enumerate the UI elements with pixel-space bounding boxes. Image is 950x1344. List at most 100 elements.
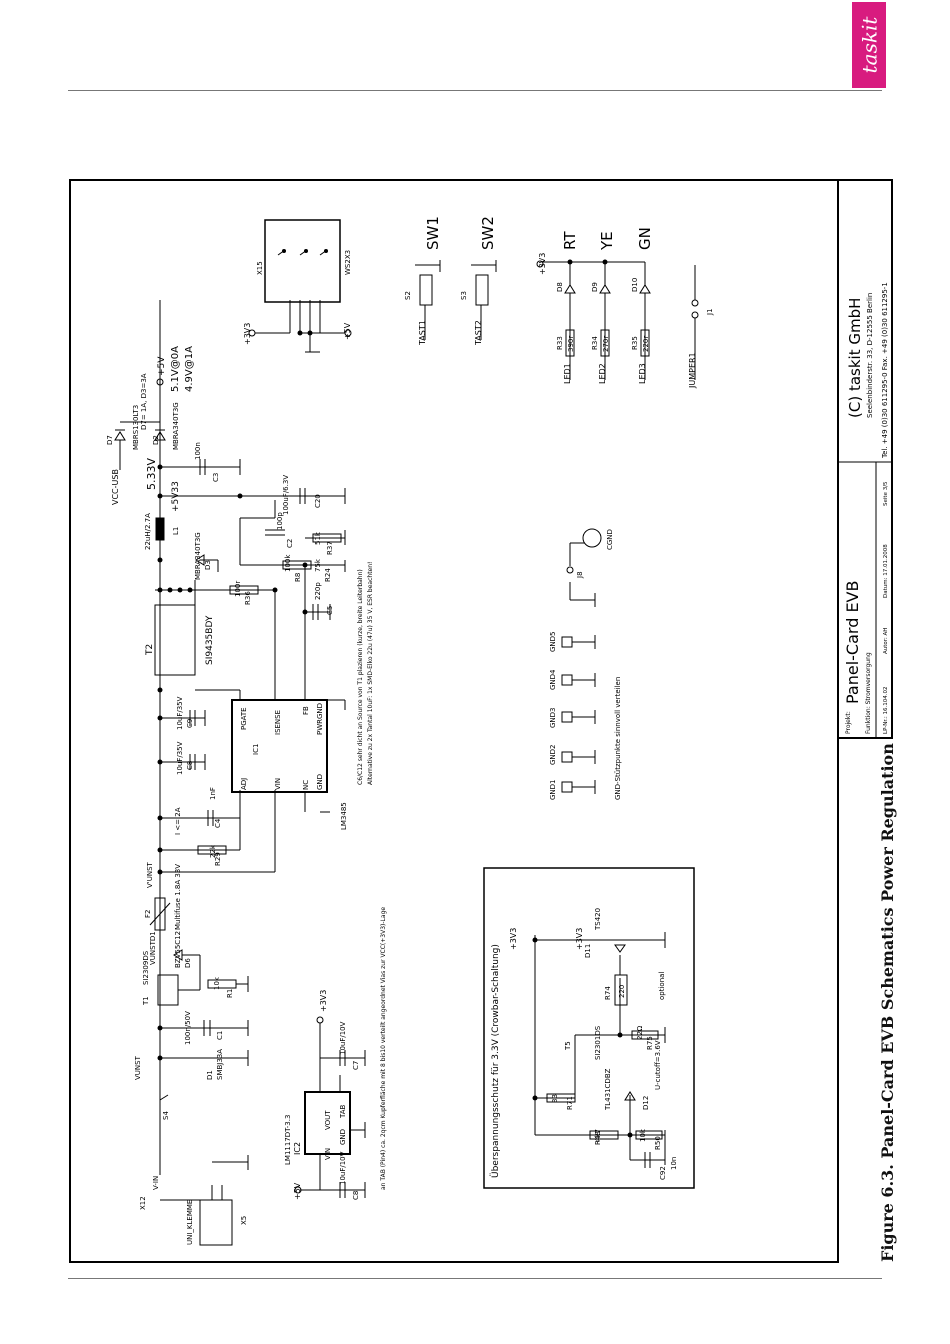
- lbl-x12: X12: [139, 1196, 147, 1210]
- lbl-r74-val: 220: [618, 985, 626, 998]
- lbl-c7: C7: [352, 1061, 360, 1070]
- figure-caption: Figure 6.3. Panel-Card EVB Schematics Po…: [878, 743, 897, 1262]
- lbl-d6-val: BZV55C12: [174, 931, 182, 968]
- gnd-points: [561, 528, 602, 794]
- lbl-net-p5v: +5V: [293, 1182, 302, 1200]
- lbl-r75: R75: [646, 1036, 654, 1050]
- lbl-d1: D1: [206, 1070, 214, 1080]
- lbl-c7-val: 10uF/10V: [339, 1021, 347, 1055]
- lbl-r74: R74: [604, 986, 612, 1000]
- lbl-d11-val: TS420: [594, 908, 602, 931]
- lbl-f2-val: Multifuse 1.8A 33V: [174, 864, 182, 930]
- lbl-pin-vin: VIN: [274, 778, 282, 790]
- lbl-s4: S4: [162, 1111, 170, 1120]
- lbl-pin-pwrgnd: PWRGND: [316, 703, 324, 735]
- lbl-crowbar-3v3: +3V3: [509, 928, 518, 950]
- lbl-vunstd1: VUNSTD1: [149, 931, 157, 965]
- labels-rotated: X12 V-IN UNI_KLEMME X5 S4 VUNST D1 SMBJ3…: [106, 216, 714, 1245]
- lbl-pin-nc: NC: [302, 780, 310, 790]
- lbl-ye: YE: [598, 231, 616, 251]
- lbl-t5: T5: [564, 1041, 572, 1051]
- lbl-v-4-9: 4.9V@1A: [184, 346, 195, 392]
- tb-projekt: Panel-Card EVB: [843, 581, 862, 704]
- lbl-vunst: VUNST: [134, 1055, 142, 1080]
- lbl-c4-val: 1nF: [209, 787, 217, 800]
- taskit-logo: taskit: [852, 2, 886, 88]
- lbl-note-c6: C6/C12 sehr dicht an Source von T1 plazi…: [357, 569, 364, 785]
- lbl-j8: J8: [576, 571, 584, 579]
- switches: [415, 260, 497, 340]
- lbl-i-note: I <= 2A: [174, 807, 182, 835]
- lbl-d8: D8: [556, 282, 564, 292]
- lbl-gnd3: GND3: [549, 707, 557, 728]
- lbl-c1: C1: [216, 1031, 224, 1040]
- led-dots: [567, 259, 608, 265]
- lbl-c92: C92: [659, 1166, 667, 1180]
- lbl-tast2: TAST2: [474, 320, 483, 346]
- lbl-c4: C4: [214, 818, 222, 828]
- lbl-d12: D12: [642, 1096, 650, 1110]
- lbl-l1-val: 22uH/2.7A: [144, 513, 152, 550]
- tb-tel: Tel. +49 (0)30 611295-0 Fax. +49 (0)30 6…: [881, 282, 889, 459]
- junction-dots: [157, 464, 308, 1061]
- lbl-d-note: D7= 1A, D3=3A: [140, 373, 148, 430]
- tb-address: Seelenbinderstr. 33, D-12555 Berlin: [866, 293, 874, 418]
- lbl-ic1: IC1: [252, 744, 260, 755]
- lbl-c5-val: 220p: [314, 582, 322, 600]
- lbl-uni-klemme: UNI_KLEMME: [186, 1200, 194, 1245]
- lbl-j1: J1: [706, 308, 714, 316]
- lbl-c2: C2: [286, 539, 294, 548]
- lbl-t5-val: SI2301DS: [594, 1025, 602, 1060]
- lbl-d2: D2: [152, 435, 160, 445]
- lbl-r8-val: 100k: [284, 554, 292, 572]
- tb-lp-nr: LP-Nr.: 16.104.02: [883, 687, 889, 734]
- lbl-r29: R29: [214, 852, 222, 866]
- lbl-t2: T2: [145, 644, 155, 656]
- lbl-d6: D6: [184, 958, 192, 968]
- lbl-gnd-note: GND-Stützpunkte sinnvoll verteilen: [614, 677, 622, 800]
- lbl-vcc-usb: VCC-USB: [111, 469, 120, 505]
- lbl-net-5v: +5V: [157, 356, 167, 376]
- lbl-r71-val: 33: [551, 1094, 559, 1103]
- crowbar-circuit: [483, 867, 695, 1189]
- lbl-gnd1: GND1: [549, 779, 557, 800]
- lbl-jumper1: JUMPER1: [688, 352, 697, 389]
- ic2-regulator: [294, 1016, 366, 1198]
- lbl-ic2-vin: VIN: [324, 1148, 332, 1160]
- lbl-pin-tab: TAB: [339, 1104, 347, 1119]
- lbl-cutoff: U-cutoff=3.6V: [654, 1040, 662, 1090]
- main-power-path: [114, 300, 346, 1246]
- lbl-r35-val: 220r: [642, 336, 650, 352]
- lbl-d9: D9: [591, 282, 599, 292]
- lbl-r1-val: 10k: [213, 976, 221, 990]
- lbl-r37-val: 51k: [314, 531, 322, 545]
- lbl-gnd2: GND2: [549, 744, 557, 765]
- lbl-pin-vout: VOUT: [324, 1110, 332, 1130]
- lbl-c20-val: 100uF/6.3V: [282, 475, 290, 515]
- lbl-note-tab: an TAB (Pin4) ca. 2qcm Kupferfläche mit …: [380, 907, 387, 1190]
- lbl-c9-val: 10uF/35V: [176, 696, 184, 730]
- lbl-f2: F2: [144, 910, 152, 918]
- lbl-r75-val: 22Ω: [636, 1025, 644, 1040]
- lbl-optional: optional: [658, 972, 666, 1000]
- lbl-d7: D7: [106, 435, 114, 445]
- lbl-net-p3v3: +3V3: [319, 990, 328, 1012]
- lbl-r50: R50: [654, 1136, 662, 1150]
- lbl-r33-val: 390r: [567, 336, 575, 352]
- tb-seite: Seite 3/5: [883, 481, 889, 506]
- lbl-c1-val: 100n/50V: [184, 1011, 192, 1045]
- lbl-c5: C5: [326, 606, 334, 615]
- lbl-tast1: TAST1: [418, 320, 427, 346]
- lbl-d3: D3: [204, 560, 212, 570]
- lbl-t1-val: SI2309DS: [142, 950, 150, 985]
- header-rule: [68, 90, 882, 91]
- lbl-v-533: 5.33V: [145, 458, 158, 490]
- lbl-net-5v33: +5V33: [171, 481, 181, 512]
- lbl-ic2-gnd: GND: [339, 1129, 347, 1145]
- lbl-d2-val: MBRA340T3G: [172, 402, 180, 450]
- lbl-r36-val: 100r: [234, 581, 242, 597]
- tb-projekt-label: Projekt:: [845, 711, 852, 734]
- lbl-d12-val: TL431CDBZ: [604, 1068, 612, 1111]
- lbl-x5: X5: [240, 1216, 248, 1225]
